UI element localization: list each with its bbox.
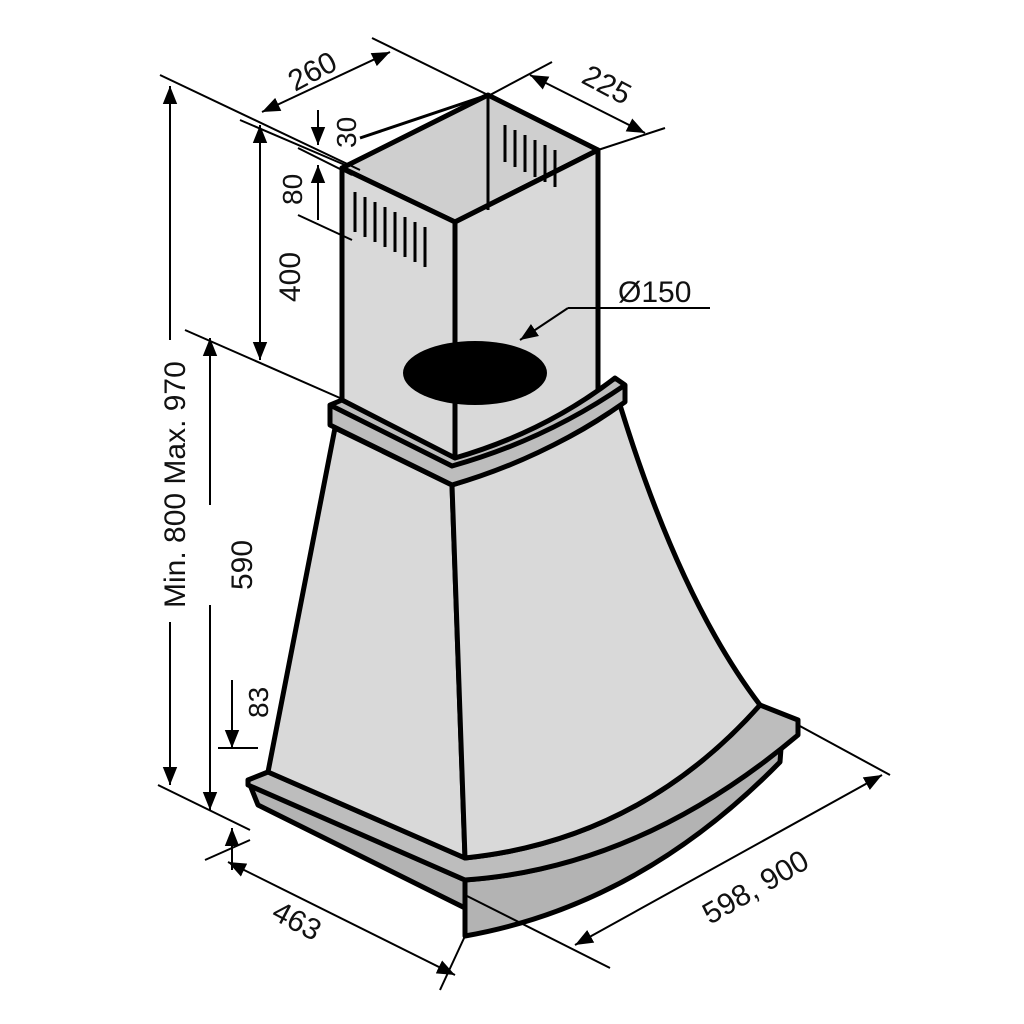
label-overall-height: Min. 800 Max. 970 <box>159 361 192 608</box>
label-vent-height: 80 <box>277 174 308 205</box>
label-base-height: 83 <box>243 687 274 718</box>
label-depth: 463 <box>267 895 327 948</box>
label-outlet-diameter: Ø150 <box>618 276 691 309</box>
label-chimney-width: 260 <box>283 46 343 99</box>
dimension-lines <box>157 37 891 991</box>
label-chimney-height: 400 <box>274 252 307 302</box>
label-vent-offset: 30 <box>331 117 362 148</box>
label-width: 598, 900 <box>697 844 815 931</box>
outlet-hole <box>403 341 547 405</box>
vent-slots-back <box>503 125 557 187</box>
collar-trim <box>327 375 628 488</box>
hood-body <box>265 402 763 861</box>
label-body-height: 590 <box>226 540 259 590</box>
vent-slots-left <box>353 192 427 267</box>
